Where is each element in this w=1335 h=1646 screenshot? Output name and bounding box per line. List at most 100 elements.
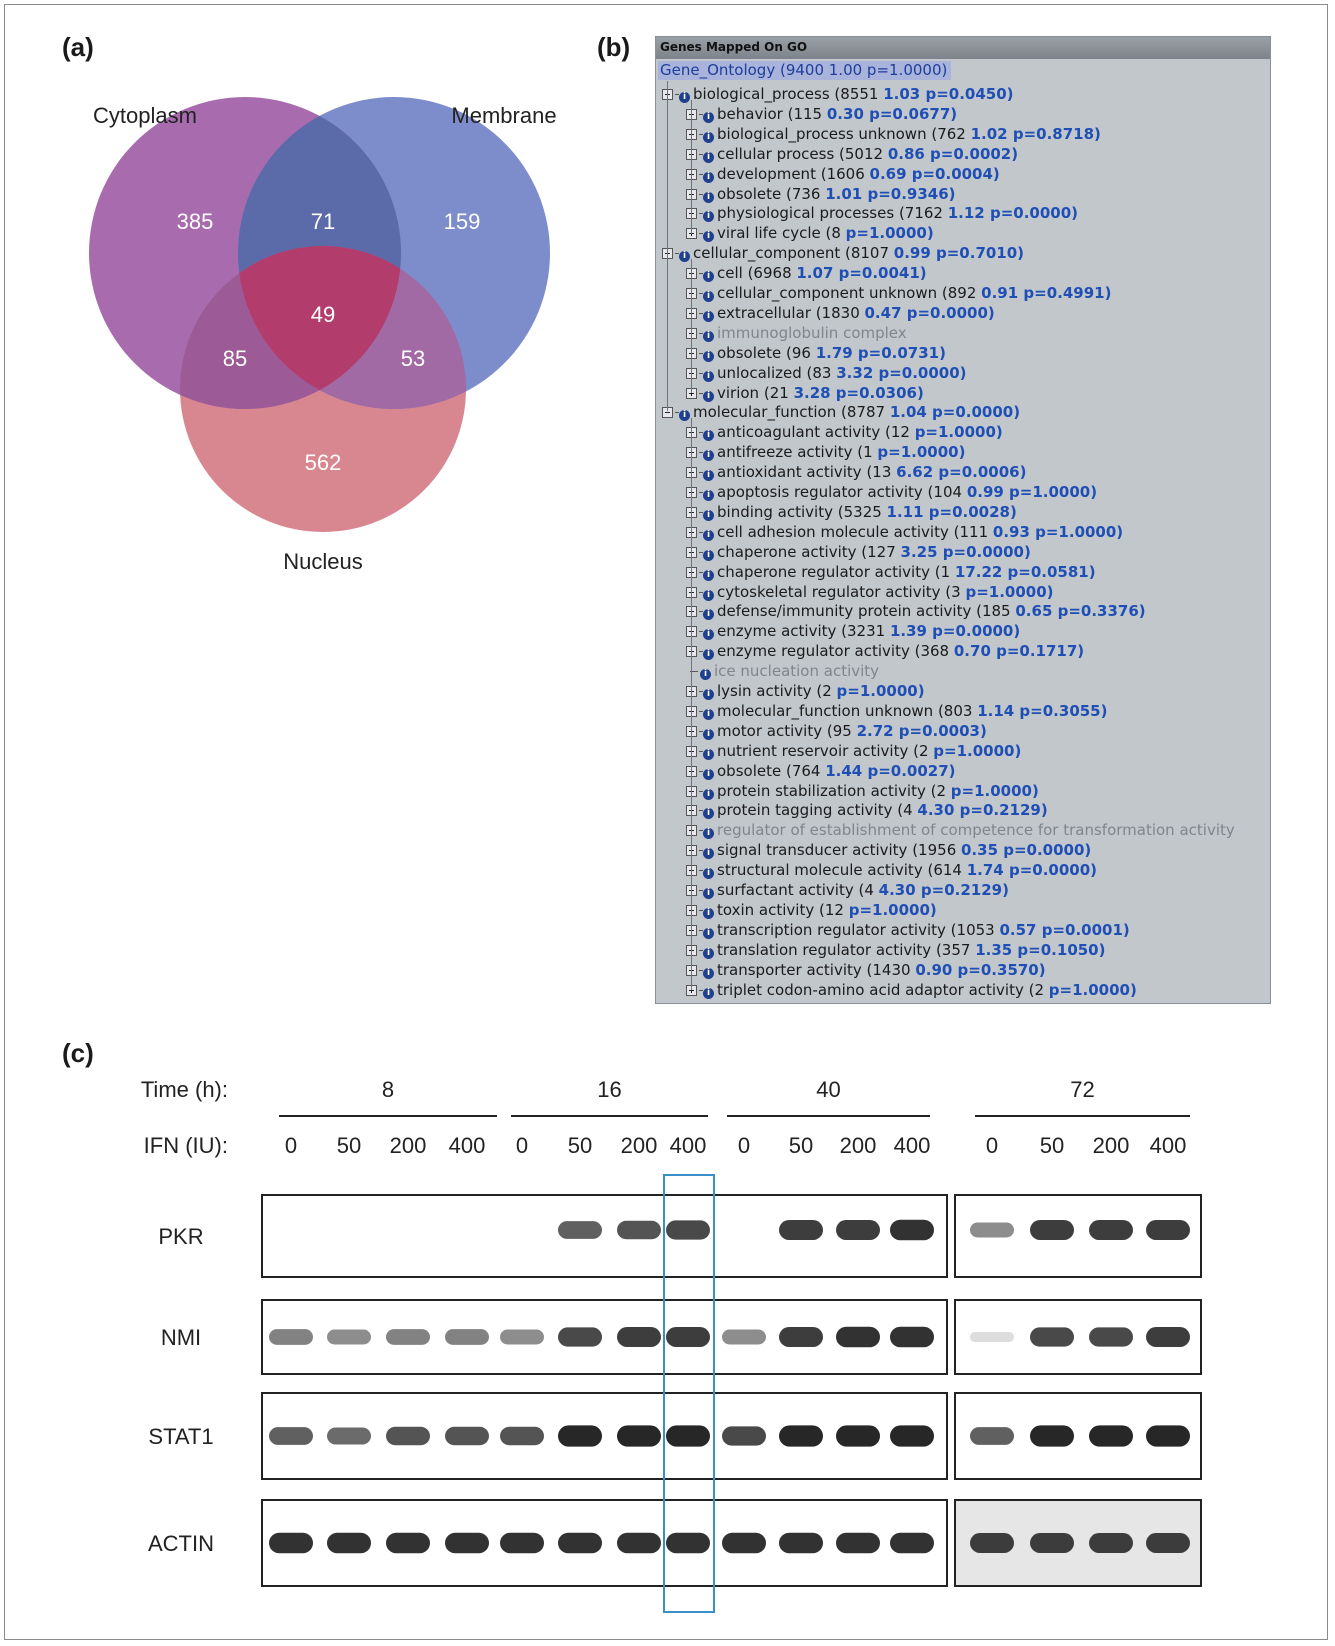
- go-term-name: molecular_function: [693, 403, 837, 422]
- tree-connector: [699, 133, 703, 135]
- go-header-title: Genes Mapped On GO: [660, 40, 808, 54]
- go-term-name: development: [717, 164, 816, 183]
- blot-band: [1030, 1327, 1074, 1347]
- protein-label: PKR: [158, 1224, 203, 1249]
- tree-connector: [699, 571, 703, 573]
- go-term-stat: 0.69 p=0.0004): [869, 164, 1000, 183]
- go-term-icon: i: [703, 291, 714, 302]
- tree-connector: [699, 312, 703, 314]
- go-term-stat: 0.93 p=1.0000): [992, 522, 1124, 541]
- blot-band: [558, 1425, 602, 1447]
- blot-band: [890, 1425, 934, 1447]
- blot-band: [617, 1327, 661, 1347]
- go-term-name: antioxidant activity: [717, 463, 862, 482]
- tree-connector: [699, 770, 703, 772]
- go-term-icon: i: [703, 509, 714, 521]
- tree-connector: [699, 631, 703, 633]
- blot-band: [890, 1532, 934, 1554]
- blot-band: [1089, 1327, 1133, 1347]
- tree-connector: [699, 332, 703, 334]
- blot-band: [617, 1532, 661, 1554]
- go-term-name: protein tagging activity: [717, 801, 893, 820]
- go-term-count: (736: [781, 184, 826, 203]
- go-root-node[interactable]: Gene_Ontology (9400 1.00 p=1.0000): [658, 61, 952, 80]
- go-term-icon: i: [703, 907, 714, 919]
- go-term-name: obsolete: [717, 343, 782, 362]
- tree-connector: [699, 452, 703, 454]
- blot-band: [1030, 1220, 1074, 1240]
- go-term-stat: 1.03 p=0.0450): [883, 85, 1014, 103]
- blot-membrane: [261, 1194, 948, 1278]
- go-term-count: (614: [922, 861, 967, 880]
- venn-count-cyto-nucleus: 85: [223, 346, 247, 371]
- tree-connector: [699, 233, 703, 235]
- go-term-count: (5325: [832, 502, 887, 521]
- blot-band: [269, 1427, 313, 1445]
- go-term-count: (892: [937, 284, 982, 302]
- blot-band: [836, 1326, 880, 1348]
- protein-label: NMI: [161, 1325, 201, 1350]
- blot-band: [500, 1532, 544, 1554]
- go-term-name: structural molecule activity: [717, 861, 923, 880]
- go-term-count: (12: [880, 423, 915, 442]
- go-term-icon: i: [703, 131, 714, 143]
- go-term-stat: 0.91 p=0.4991): [981, 284, 1112, 302]
- go-term-stat: 1.44 p=0.0027): [825, 761, 956, 780]
- dose-header: 200: [390, 1133, 427, 1158]
- go-term-name: molecular_function unknown: [717, 701, 934, 720]
- tree-connector: [699, 890, 703, 891]
- go-term-icon: i: [703, 947, 714, 959]
- go-term-count: (8787: [836, 403, 890, 422]
- blot-band: [1030, 1533, 1074, 1553]
- dose-header: 50: [789, 1133, 813, 1158]
- dose-header: 200: [621, 1133, 658, 1158]
- dose-header: 400: [670, 1133, 707, 1158]
